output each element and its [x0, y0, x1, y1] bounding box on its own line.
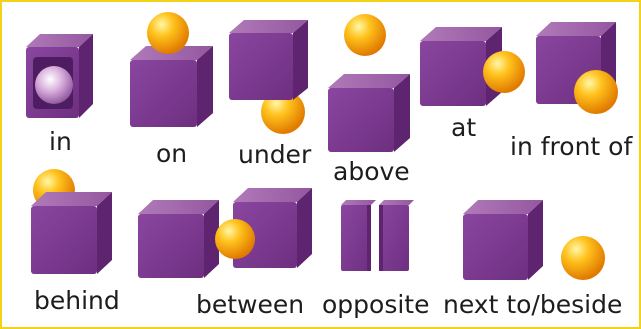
ball-icon — [483, 51, 525, 93]
scene-on — [130, 12, 213, 127]
label-between: between — [196, 290, 305, 319]
scene-at — [420, 27, 525, 106]
label-behind: behind — [34, 286, 120, 315]
scene-in-front-of — [536, 22, 618, 114]
cube-icon — [229, 20, 308, 100]
ball-icon — [215, 219, 255, 259]
label-next-to-beside: next to/beside — [443, 290, 623, 319]
panel-icon — [341, 200, 376, 271]
scene-above — [328, 14, 410, 152]
label-in-front-of: in front of — [510, 132, 633, 161]
label-at: at — [451, 113, 477, 142]
scene-behind — [31, 169, 112, 274]
cube-icon — [463, 200, 543, 280]
cube-icon — [31, 192, 112, 274]
ball-icon — [261, 90, 305, 134]
ball-icon — [574, 70, 618, 114]
ball-icon — [35, 66, 73, 104]
label-under: under — [238, 140, 312, 169]
scene-opposite — [341, 200, 414, 271]
scene-in — [26, 34, 93, 118]
cube-icon — [138, 200, 219, 278]
panel-icon — [379, 200, 414, 271]
scene-next-to-beside — [463, 200, 605, 280]
scene-between — [138, 188, 312, 278]
cube-icon — [233, 188, 312, 268]
ball-icon — [561, 236, 605, 280]
cube-icon — [328, 74, 410, 152]
label-opposite: opposite — [322, 290, 430, 319]
ball-icon — [344, 14, 386, 56]
ball-icon — [147, 12, 189, 54]
scene-under — [229, 20, 308, 134]
label-on: on — [156, 139, 188, 168]
cube-icon — [130, 46, 213, 127]
label-in: in — [49, 127, 72, 156]
label-above: above — [333, 157, 410, 186]
